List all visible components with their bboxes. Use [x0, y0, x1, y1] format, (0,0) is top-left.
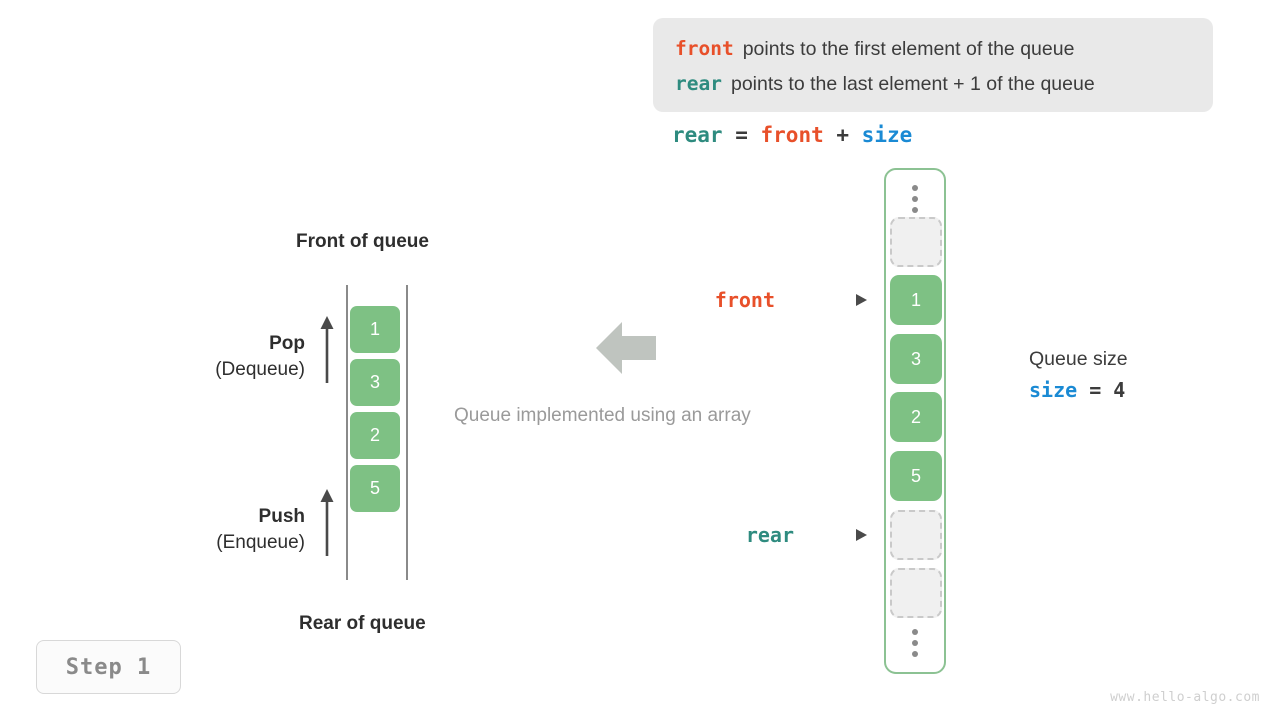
rear-formula: rear = front + size [672, 120, 912, 150]
legend-line-front: front points to the first element of the … [675, 31, 1191, 66]
front-description: points to the first element of the queue [742, 38, 1075, 60]
front-keyword: front [675, 37, 734, 60]
legend-line-rear: rear points to the last element + 1 of th… [675, 66, 1191, 101]
array-slot-1: 1 [890, 275, 942, 325]
vertical-ellipsis-icon-top [886, 185, 944, 213]
rear-pointer-label: rear [745, 523, 794, 547]
watermark: www.hello-algo.com [1110, 690, 1260, 705]
vertical-ellipsis-icon-bottom [886, 629, 944, 657]
array-slot-5 [890, 510, 942, 560]
array-slot-6 [890, 568, 942, 618]
queue-size-expression: size = 4 [1029, 374, 1128, 406]
pop-operation-group: Pop (Dequeue) [150, 333, 305, 381]
rear-of-queue-label: Rear of queue [299, 613, 426, 634]
formula-size: size [861, 123, 913, 147]
pop-label: Pop [269, 333, 305, 354]
array-slot-3: 2 [890, 392, 942, 442]
formula-equals: = [722, 123, 761, 147]
dequeue-label: (Dequeue) [215, 359, 305, 380]
rear-keyword: rear [675, 72, 722, 95]
arrow-left-icon [596, 322, 656, 374]
size-value: 4 [1113, 378, 1126, 402]
formula-front: front [760, 123, 824, 147]
push-direction-arrow-icon [320, 489, 334, 556]
size-variable: size [1029, 378, 1078, 402]
push-label: Push [258, 506, 305, 527]
queue-cell: 5 [350, 465, 400, 512]
formula-rear: rear [672, 123, 723, 147]
front-pointer-arrow-icon [856, 294, 867, 306]
queue-cell: 2 [350, 412, 400, 459]
queue-size-note: Queue size size = 4 [1029, 344, 1128, 406]
formula-plus: + [823, 123, 862, 147]
rear-description: points to the last element + 1 of the qu… [730, 73, 1095, 95]
step-badge: Step 1 [36, 640, 181, 694]
front-pointer-label: front [714, 288, 775, 312]
center-caption: Queue implemented using an array [454, 405, 751, 426]
queue-cell: 3 [350, 359, 400, 406]
queue-cell: 1 [350, 306, 400, 353]
queue-rail-right [406, 285, 408, 580]
enqueue-label: (Enqueue) [216, 532, 305, 553]
array-slot-4: 5 [890, 451, 942, 501]
queue-rail-left [346, 285, 348, 580]
size-equals: = [1077, 378, 1114, 402]
rear-pointer-arrow-icon [856, 529, 867, 541]
legend-banner: front points to the first element of the … [653, 18, 1213, 112]
array-container: 1 3 2 5 [884, 168, 946, 674]
array-slot-2: 3 [890, 334, 942, 384]
push-operation-group: Push (Enqueue) [150, 506, 305, 554]
array-slot-0 [890, 217, 942, 267]
front-of-queue-label: Front of queue [296, 231, 429, 252]
queue-size-title: Queue size [1029, 348, 1128, 370]
pop-direction-arrow-icon [320, 316, 334, 383]
